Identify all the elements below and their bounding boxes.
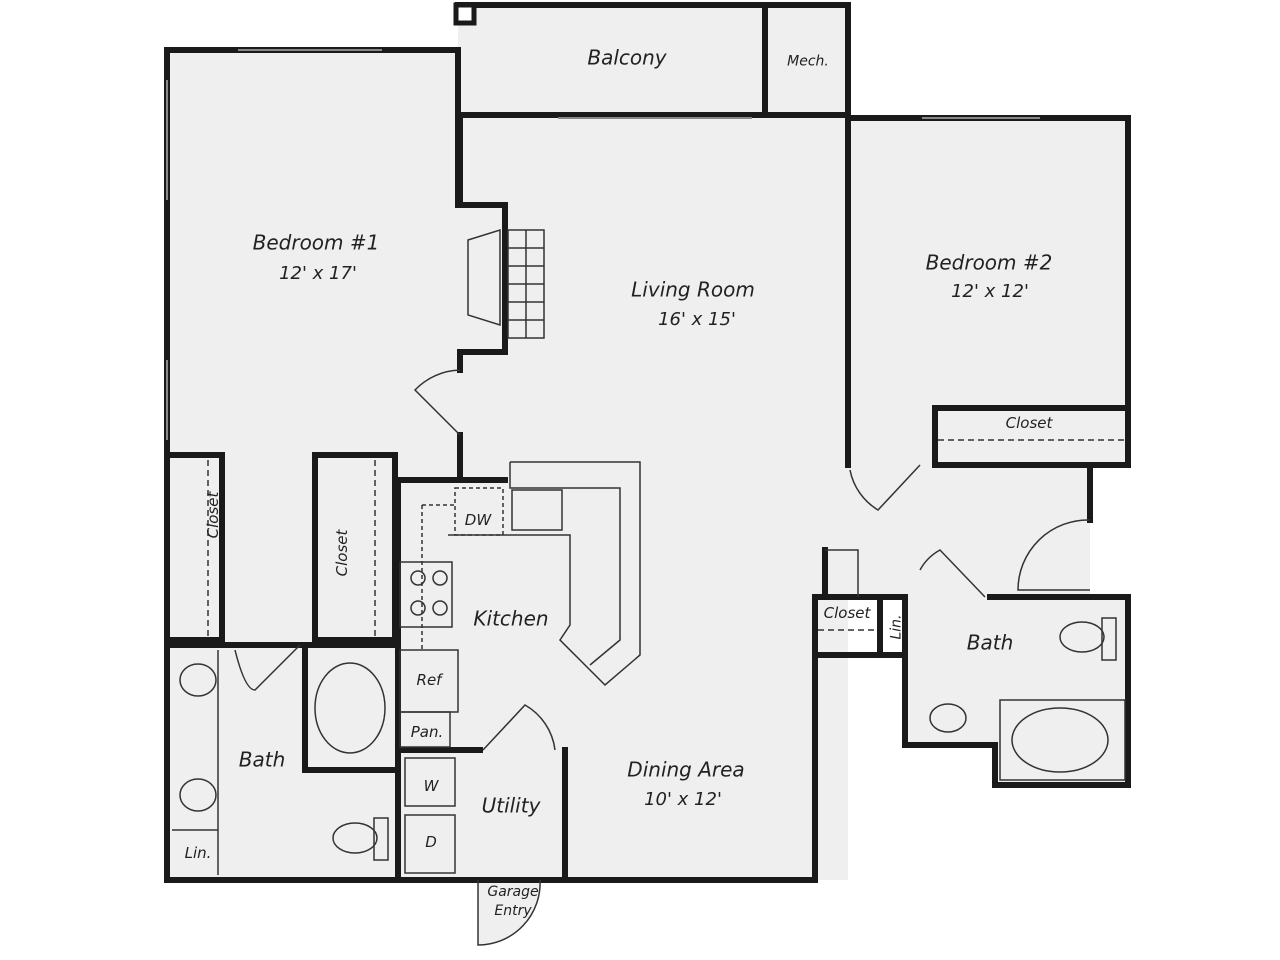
label-kitchen: Kitchen (473, 606, 549, 631)
label-closet-hall: Closet (823, 603, 871, 622)
label-dining-area-dims: 10' x 12' (644, 788, 722, 810)
floor-fill (167, 5, 1128, 945)
label-bedroom1-dims: 12' x 17' (279, 262, 357, 284)
label-utility: Utility (481, 793, 541, 818)
column (453, 2, 477, 26)
label-closet-bedroom1-b: Closet (332, 529, 351, 577)
walls (164, 2, 1131, 883)
label-bedroom1: Bedroom #1 (252, 230, 380, 255)
label-living-room: Living Room (631, 277, 755, 302)
label-dryer: D (425, 832, 437, 851)
label-linen-hall: Lin. (888, 614, 905, 640)
label-closet-bedroom1-a: Closet (203, 491, 222, 539)
label-bath2: Bath (966, 630, 1014, 655)
label-dishwasher: DW (464, 510, 492, 529)
label-washer: W (423, 776, 439, 795)
label-dining-area: Dining Area (627, 757, 745, 782)
label-mech: Mech. (787, 53, 829, 70)
label-balcony: Balcony (587, 45, 667, 70)
label-living-room-dims: 16' x 15' (658, 308, 736, 330)
fixtures (172, 228, 1126, 946)
label-bath1: Bath (238, 747, 286, 772)
label-bedroom2: Bedroom #2 (925, 250, 1053, 275)
windows (166, 49, 1040, 440)
label-linen-bath1: Lin. (184, 843, 212, 862)
label-closet-bedroom2: Closet (1005, 413, 1053, 432)
label-bedroom2-dims: 12' x 12' (951, 280, 1029, 302)
label-garage-entry: Garage Entry (487, 884, 539, 919)
label-refrigerator: Ref (416, 670, 442, 689)
label-pantry: Pan. (410, 722, 444, 741)
